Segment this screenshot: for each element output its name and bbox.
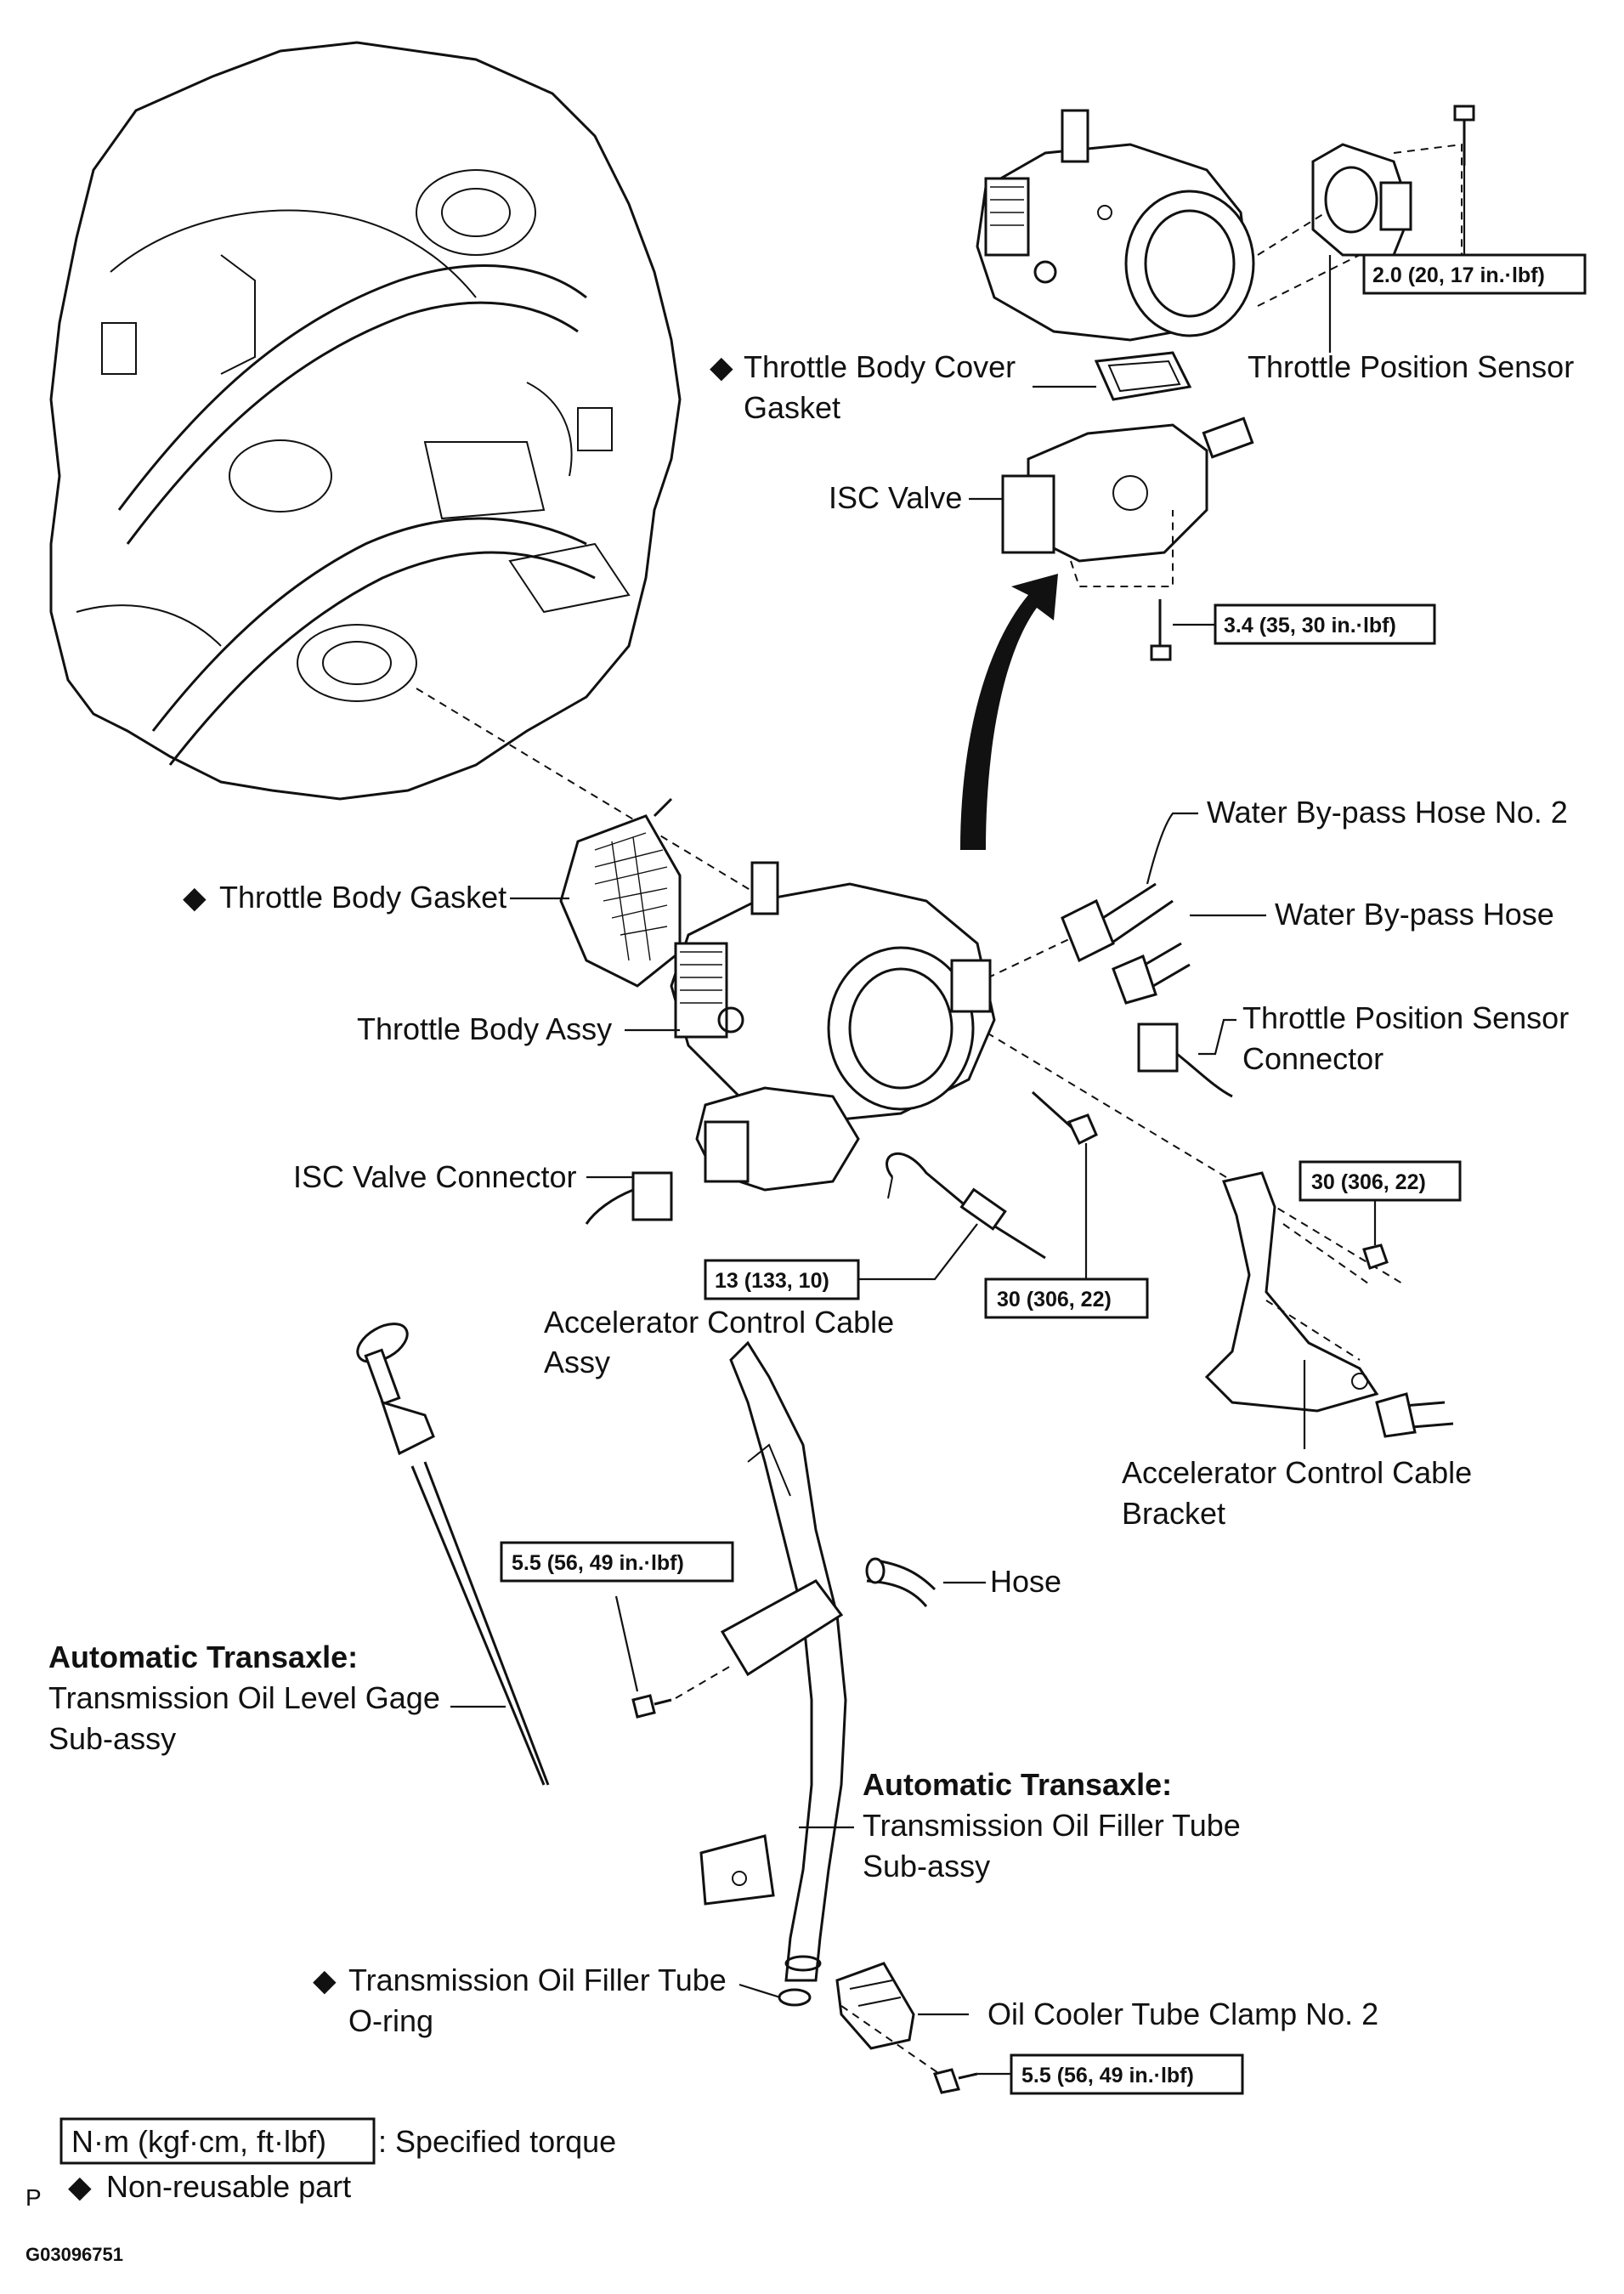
throttle-body-bolt-part xyxy=(1031,1090,1098,1146)
isc-bolt-part xyxy=(1150,599,1172,661)
label-throttle-position-sensor: Throttle Position Sensor xyxy=(1248,349,1574,384)
isc-dash-lines xyxy=(1070,510,1174,587)
label-oil-level-gage-line2: Sub-assy xyxy=(48,1721,176,1756)
label-water-bypass-hose: Water By-pass Hose xyxy=(1275,897,1554,932)
label-water-bypass-hose-no2: Water By-pass Hose No. 2 xyxy=(1207,795,1568,830)
label-accel-bracket-line1: Accelerator Control Cable xyxy=(1122,1455,1472,1490)
label-filler-oring-line2: O-ring xyxy=(348,2003,433,2038)
torque-box-clamp-bolt: 5.5 (56, 49 in.·lbf) xyxy=(1010,2053,1244,2095)
bracket-dash-lines xyxy=(1265,1223,1369,1361)
filler-oring-part xyxy=(778,1988,812,2007)
legend: N·m (kgf·cm, ft·lbf) : Specified torque … xyxy=(25,2117,616,2265)
isc-valve-connector-part xyxy=(585,1171,673,1225)
gage-bolt-part xyxy=(631,1694,672,1719)
svg-text:3.4 (35, 30 in.·lbf): 3.4 (35, 30 in.·lbf) xyxy=(1224,614,1396,637)
accelerator-cable-part xyxy=(886,1152,1046,1260)
assembly-arrow xyxy=(960,574,1058,850)
legend-torque-units: N·m (kgf·cm, ft·lbf) xyxy=(71,2124,326,2159)
legend-torque-desc: : Specified torque xyxy=(378,2124,616,2159)
svg-text:2.0 (20, 17 in.·lbf): 2.0 (20, 17 in.·lbf) xyxy=(1372,263,1545,287)
torque-box-cable-nut: 13 (133, 10) xyxy=(704,1259,860,1300)
isc-valve-part xyxy=(1001,416,1254,563)
label-hose: Hose xyxy=(990,1564,1061,1599)
svg-text:30 (306, 22): 30 (306, 22) xyxy=(997,1288,1112,1311)
svg-text:5.5 (56, 49 in.·lbf): 5.5 (56, 49 in.·lbf) xyxy=(1021,2064,1194,2087)
label-cover-gasket-line2: Gasket xyxy=(744,390,840,425)
torque-box-throttle-bolt: 30 (306, 22) xyxy=(984,1277,1149,1319)
oil-cooler-clamp-part xyxy=(835,1962,915,2050)
engine-block-illustration xyxy=(49,41,682,801)
cover-gasket-diamond: ◆ xyxy=(710,349,733,384)
clamp-bolt-part xyxy=(933,2068,978,2094)
torque-box-isc: 3.4 (35, 30 in.·lbf) xyxy=(1214,603,1436,645)
label-isc-valve: ISC Valve xyxy=(829,480,962,515)
legend-diamond: ◆ xyxy=(68,2169,92,2204)
tps-bolt-part xyxy=(1453,105,1475,166)
tps-connector-part xyxy=(1137,1022,1233,1098)
figure-code: G03096751 xyxy=(25,2244,123,2265)
throttle-position-sensor-part xyxy=(1311,143,1412,257)
label-oil-cooler-clamp: Oil Cooler Tube Clamp No. 2 xyxy=(987,1997,1378,2031)
oil-level-gage-part xyxy=(356,1323,550,1786)
tps-dash-lines xyxy=(1257,143,1463,307)
throttle-body-detail xyxy=(976,109,1255,342)
label-tps-connector-line1: Throttle Position Sensor xyxy=(1242,1000,1569,1035)
filler-oring-diamond: ◆ xyxy=(313,1963,337,1997)
corner-letter: P xyxy=(25,2184,42,2211)
throttle-body-gasket-part xyxy=(559,797,682,988)
torque-box-bracket-nut: 30 (306, 22) xyxy=(1299,1160,1462,1202)
oil-filler-tube-part xyxy=(699,1340,847,1982)
throttle-body-assy-part xyxy=(670,861,996,1192)
svg-text:30 (306, 22): 30 (306, 22) xyxy=(1311,1170,1426,1194)
label-at-heading-filler: Automatic Transaxle: xyxy=(863,1767,1172,1802)
label-accel-bracket-line2: Bracket xyxy=(1122,1496,1225,1531)
label-oil-level-gage-line1: Transmission Oil Level Gage xyxy=(48,1680,440,1715)
label-isc-valve-connector: ISC Valve Connector xyxy=(293,1159,577,1194)
label-filler-oring-line1: Transmission Oil Filler Tube xyxy=(348,1963,727,1997)
svg-text:13 (133, 10): 13 (133, 10) xyxy=(715,1269,829,1293)
hose-part xyxy=(865,1557,936,1607)
label-throttle-body-gasket: Throttle Body Gasket xyxy=(219,880,506,915)
water-bypass-hoses-part xyxy=(1061,882,1191,1005)
accel-bracket-part xyxy=(1204,1171,1454,1438)
label-accel-cable-line1: Accelerator Control Cable xyxy=(544,1305,894,1340)
legend-torque-box xyxy=(59,2117,376,2165)
label-at-heading-gage: Automatic Transaxle: xyxy=(48,1640,358,1674)
svg-text:5.5 (56, 49 in.·lbf): 5.5 (56, 49 in.·lbf) xyxy=(512,1551,684,1575)
bracket-nut-part xyxy=(1362,1243,1389,1270)
label-accel-cable-line2: Assy xyxy=(544,1345,610,1379)
label-filler-tube-line2: Sub-assy xyxy=(863,1849,990,1883)
legend-nonreusable: Non-reusable part xyxy=(106,2169,351,2204)
label-filler-tube-line1: Transmission Oil Filler Tube xyxy=(863,1808,1241,1843)
throttle-gasket-diamond: ◆ xyxy=(183,880,207,915)
torque-box-gage-bolt: 5.5 (56, 49 in.·lbf) xyxy=(500,1541,734,1583)
label-throttle-body-assy: Throttle Body Assy xyxy=(357,1011,612,1046)
label-cover-gasket-line1: Throttle Body Cover xyxy=(744,349,1016,384)
label-tps-connector-line2: Connector xyxy=(1242,1041,1384,1076)
torque-box-tps: 2.0 (20, 17 in.·lbf) xyxy=(1362,253,1587,295)
